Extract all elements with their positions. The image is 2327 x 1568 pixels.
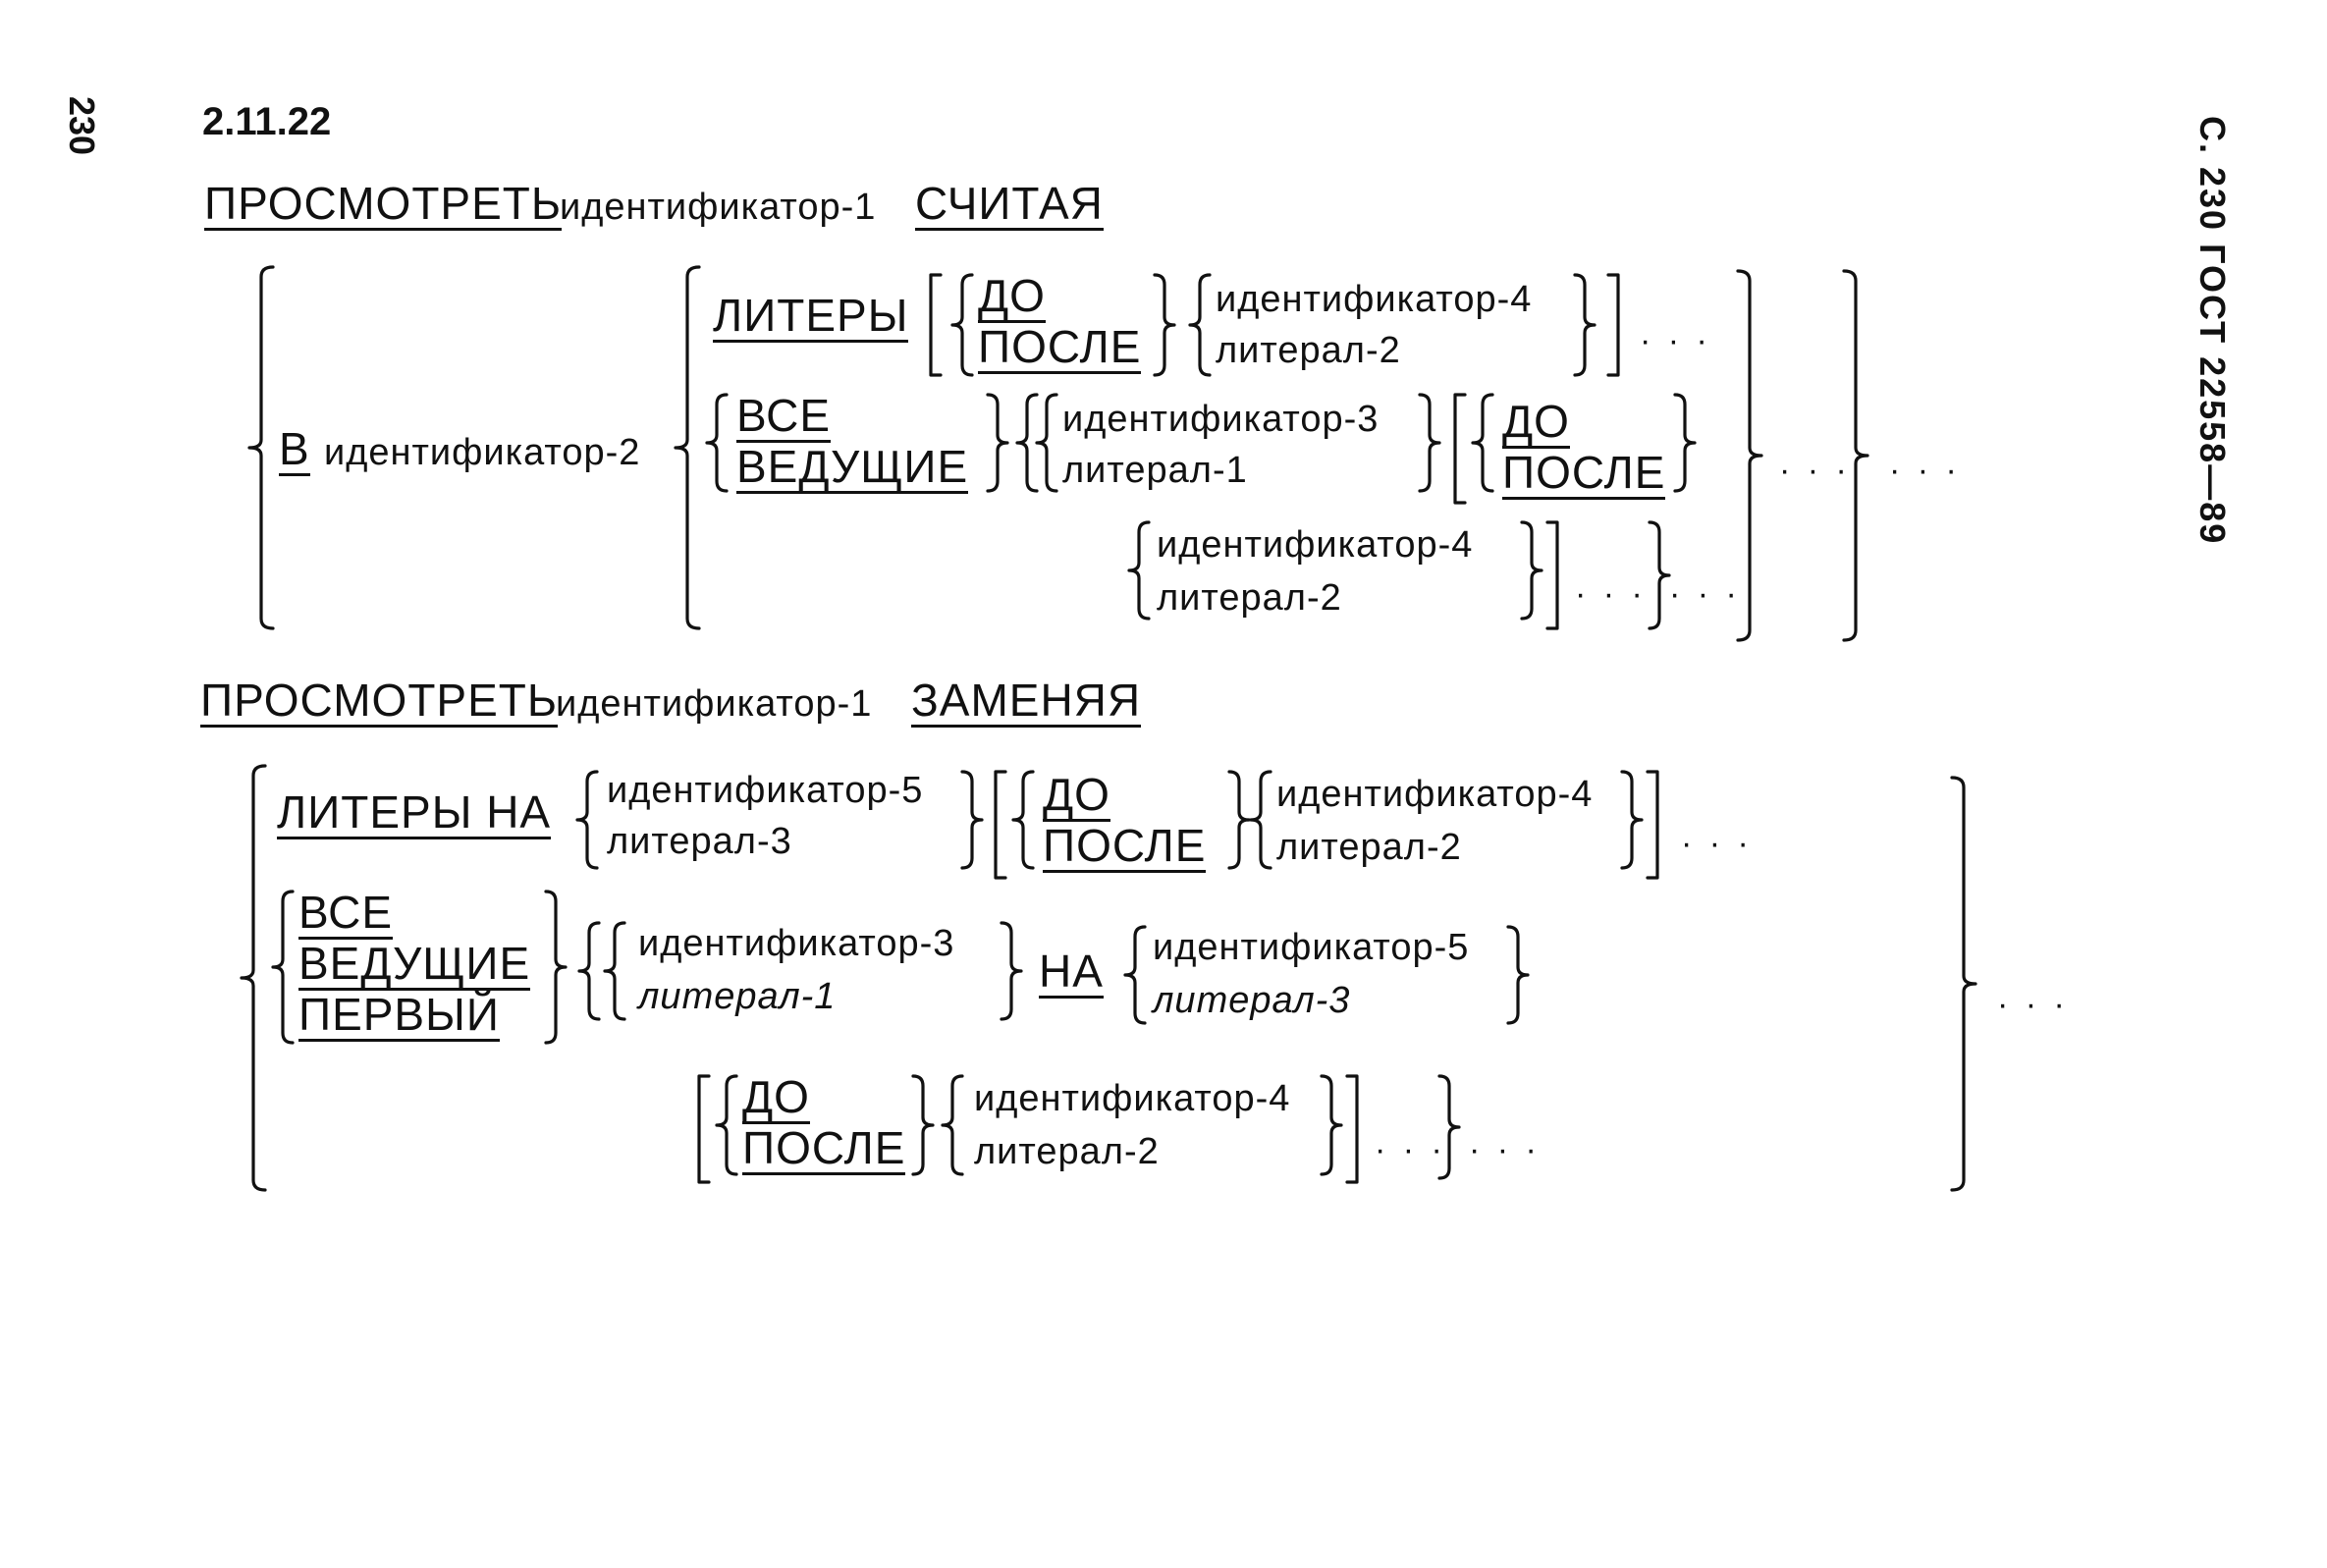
right-brace xyxy=(1418,393,1441,493)
by-keyword: НА xyxy=(1039,946,1104,999)
right-brace xyxy=(1000,921,1023,1021)
ellipsis: · · · xyxy=(1375,1131,1446,1168)
left-brace xyxy=(240,764,267,1192)
right-brace xyxy=(911,1074,935,1176)
before-keyword: ДО xyxy=(978,270,1046,323)
identifier-4: идентификатор-4 xyxy=(1157,524,1474,566)
right-brace xyxy=(986,393,1009,493)
left-brace xyxy=(271,890,295,1045)
ellipsis: · · · xyxy=(1779,452,1851,489)
right-brace xyxy=(1736,269,1763,642)
identifier-4: идентификатор-4 xyxy=(1276,774,1594,815)
mode-keyword: СЧИТАЯ xyxy=(915,178,1104,231)
left-brace xyxy=(950,273,974,377)
literal-2: литерал-2 xyxy=(974,1131,1160,1172)
right-bracket xyxy=(1606,273,1620,377)
identifier-1: идентификатор-1 xyxy=(560,187,877,228)
literal-2: литерал-2 xyxy=(1276,827,1462,868)
ellipsis: · · · xyxy=(1889,452,1961,489)
left-brace xyxy=(1127,520,1151,621)
right-brace xyxy=(1153,273,1176,377)
right-brace xyxy=(1950,776,1977,1192)
before-keyword: ДО xyxy=(742,1071,810,1124)
ellipsis: · · · xyxy=(1469,1131,1541,1168)
first-keyword: ПЕРВЫЙ xyxy=(298,989,500,1042)
right-brace xyxy=(544,890,568,1045)
right-brace xyxy=(1673,393,1697,493)
verb-keyword: ПРОСМОТРЕТЬ xyxy=(200,675,559,728)
right-brace xyxy=(1437,1074,1461,1180)
right-bracket xyxy=(1545,520,1559,630)
all-keyword: ВСЕ xyxy=(298,887,394,940)
left-brace xyxy=(1249,770,1272,870)
left-brace xyxy=(674,265,701,630)
right-bracket xyxy=(1345,1074,1359,1184)
ellipsis: · · · xyxy=(1669,575,1741,613)
left-brace xyxy=(705,393,729,493)
left-brace xyxy=(1188,273,1212,377)
after-keyword: ПОСЛЕ xyxy=(978,321,1142,374)
literal-3: литерал-3 xyxy=(1153,980,1351,1021)
right-brace xyxy=(1520,520,1543,621)
left-brace xyxy=(247,265,275,630)
section-number: 2.11.22 xyxy=(202,100,332,143)
verb-keyword: ПРОСМОТРЕТЬ xyxy=(204,178,563,231)
in-keyword: В xyxy=(279,423,310,476)
after-keyword: ПОСЛЕ xyxy=(742,1122,906,1175)
left-brace xyxy=(577,921,601,1021)
identifier-3: идентификатор-3 xyxy=(1062,399,1380,440)
after-keyword: ПОСЛЕ xyxy=(1043,820,1207,873)
characters-keyword: ЛИТЕРЫ xyxy=(713,290,909,343)
left-brace xyxy=(715,1074,738,1176)
left-brace xyxy=(1011,770,1035,870)
identifier-3: идентификатор-3 xyxy=(638,923,955,964)
identifier-4: идентификатор-4 xyxy=(1216,279,1533,320)
literal-1: литерал-1 xyxy=(638,976,837,1017)
left-brace xyxy=(1035,393,1058,493)
identifier-2: идентификатор-2 xyxy=(324,432,641,473)
left-bracket xyxy=(929,273,943,377)
left-brace xyxy=(941,1074,964,1176)
identifier-1: идентификатор-1 xyxy=(556,683,873,725)
right-brace xyxy=(1648,520,1671,630)
after-keyword: ПОСЛЕ xyxy=(1502,447,1666,500)
ellipsis: · · · xyxy=(1681,825,1753,862)
right-brace xyxy=(1842,269,1869,642)
ellipsis: · · · xyxy=(1640,322,1711,359)
left-bracket xyxy=(1453,393,1467,505)
right-brace xyxy=(960,770,984,870)
literal-2: литерал-2 xyxy=(1216,330,1401,371)
all-keyword: ВСЕ xyxy=(736,390,832,443)
right-brace xyxy=(1227,770,1251,870)
before-keyword: ДО xyxy=(1043,769,1110,822)
before-keyword: ДО xyxy=(1502,396,1570,449)
literal-3: литерал-3 xyxy=(607,821,792,862)
left-brace xyxy=(1471,393,1494,493)
leading-keyword: ВЕДУЩИЕ xyxy=(736,441,969,494)
literal-1: литерал-1 xyxy=(1062,450,1248,491)
characters-by-keyword: ЛИТЕРЫ НА xyxy=(277,786,552,839)
left-brace xyxy=(575,770,599,870)
left-bracket xyxy=(697,1074,711,1184)
identifier-5: идентификатор-5 xyxy=(607,770,924,811)
leading-keyword: ВЕДУЩИЕ xyxy=(298,938,531,991)
right-brace xyxy=(1620,770,1644,870)
ellipsis: · · · xyxy=(1997,986,2069,1023)
left-brace xyxy=(1123,925,1147,1025)
identifier-4: идентификатор-4 xyxy=(974,1078,1291,1119)
mode-keyword: ЗАМЕНЯЯ xyxy=(911,675,1142,728)
right-bracket xyxy=(1646,770,1659,880)
left-brace xyxy=(603,921,626,1021)
right-brace xyxy=(1320,1074,1343,1176)
left-bracket xyxy=(994,770,1007,880)
right-brace xyxy=(1573,273,1596,377)
left-brace xyxy=(1015,393,1039,493)
identifier-5: идентификатор-5 xyxy=(1153,927,1470,968)
literal-2: литерал-2 xyxy=(1157,577,1342,619)
ellipsis: · · · xyxy=(1575,575,1647,613)
right-brace xyxy=(1506,925,1530,1025)
